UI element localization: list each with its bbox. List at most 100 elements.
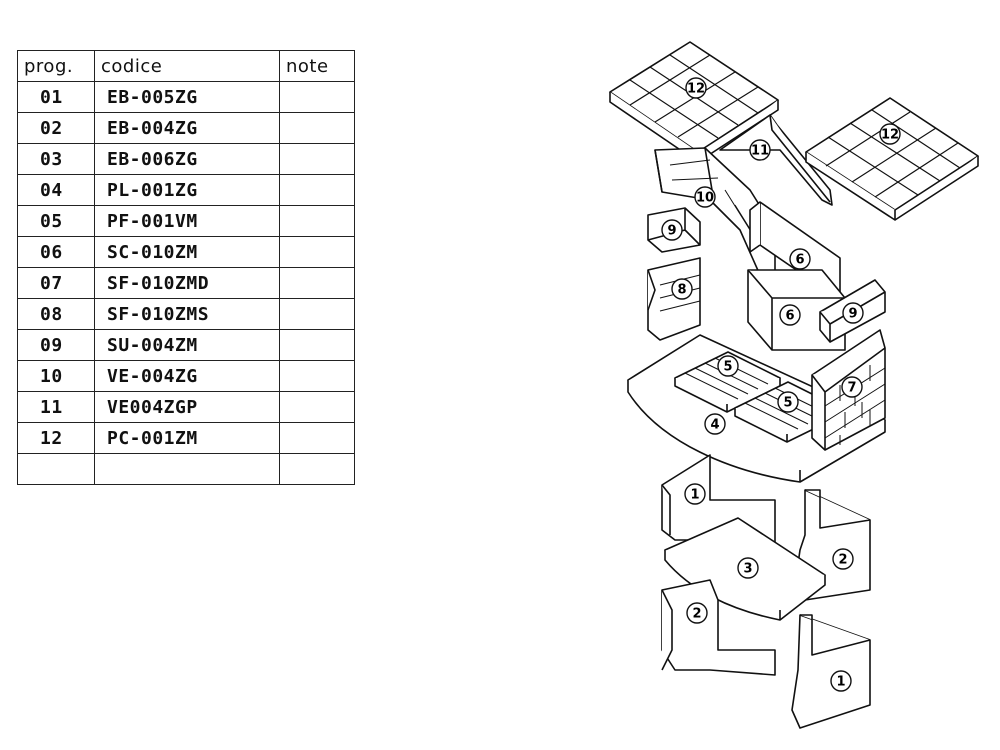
cell-code: PC-001ZM [94,422,280,454]
cell-note [279,205,355,237]
callout-circle [749,139,771,161]
cell-prog: 09 [17,329,95,361]
cell-note [279,360,355,392]
callout-circle [686,602,708,624]
callout-circle [671,278,693,300]
roof-panel-right [805,97,979,221]
callout-circle [694,186,716,208]
cell-prog: 05 [17,205,95,237]
cell-code: PF-001VM [94,205,280,237]
table-row [17,453,355,485]
cell-code: PL-001ZG [94,174,280,206]
cell-note [279,236,355,268]
callout-circle [832,548,854,570]
cell-code: EB-004ZG [94,112,280,144]
cell-prog: 01 [17,81,95,113]
callout-label-c2b: 2 [692,607,701,622]
cell-prog: 02 [17,112,95,144]
callout-label-c5b: 5 [783,396,792,411]
cell-code: SF-010ZMD [94,267,280,299]
callout-circle [841,376,863,398]
callout-circle [661,219,683,241]
cell-prog: 08 [17,298,95,330]
lower-base-left [661,579,776,676]
callout-label-c10: 10 [696,191,714,206]
cell-note [279,143,355,175]
callout-label-c12a: 12 [687,82,705,97]
ridge-piece [719,114,833,206]
lower-base-right [791,614,871,729]
cell-note [279,422,355,454]
cell-code: SF-010ZMS [94,298,280,330]
cell-code: VE004ZGP [94,391,280,423]
cell-code: SU-004ZM [94,329,280,361]
callout-label-c9a: 9 [667,224,676,239]
callout-circle [737,557,759,579]
callout-circle [717,355,739,377]
callout-label-c11: 11 [751,144,769,159]
callout-circle [879,123,901,145]
cell-prog: 06 [17,236,95,268]
header-note: note [279,50,355,82]
cell-prog: 11 [17,391,95,423]
cell-prog: 12 [17,422,95,454]
callout-circle [777,391,799,413]
cell-note [279,329,355,361]
cell-prog: 10 [17,360,95,392]
callout-label-c6a: 6 [795,253,804,268]
callout-circle [704,413,726,435]
callout-label-c2a: 2 [838,553,847,568]
cell-note [279,267,355,299]
callout-circle [830,670,852,692]
cell-note [279,112,355,144]
table-header-row: prog. codice note [17,50,355,82]
cell-note [279,174,355,206]
callout-circle [842,302,864,324]
header-code: codice [94,50,280,82]
cell-code [94,453,280,485]
cell-note [279,453,355,485]
cell-prog: 03 [17,143,95,175]
cell-note [279,391,355,423]
cell-prog: 07 [17,267,95,299]
callout-label-c1a: 1 [690,488,699,503]
callout-label-c7: 7 [847,381,856,396]
callout-label-c12b: 12 [881,128,899,143]
callout-label-c6b: 6 [785,309,794,324]
cell-code: VE-004ZG [94,360,280,392]
cell-code: EB-005ZG [94,81,280,113]
cell-note [279,298,355,330]
grate-left [674,351,781,413]
callout-label-c5a: 5 [723,360,732,375]
callout-label-c4: 4 [710,418,719,433]
cell-prog: 04 [17,174,95,206]
cell-code: EB-006ZG [94,143,280,175]
callout-circle [789,248,811,270]
callout-circle [684,483,706,505]
cell-code: SC-010ZM [94,236,280,268]
callout-label-c9b: 9 [848,307,857,322]
cell-prog [17,453,95,485]
callout-label-c1b: 1 [836,675,845,690]
cell-note [279,81,355,113]
callout-label-c8: 8 [677,283,686,298]
left-side-wall [647,257,701,341]
callout-circle [779,304,801,326]
callout-circle [685,77,707,99]
header-prog: prog. [17,50,95,82]
